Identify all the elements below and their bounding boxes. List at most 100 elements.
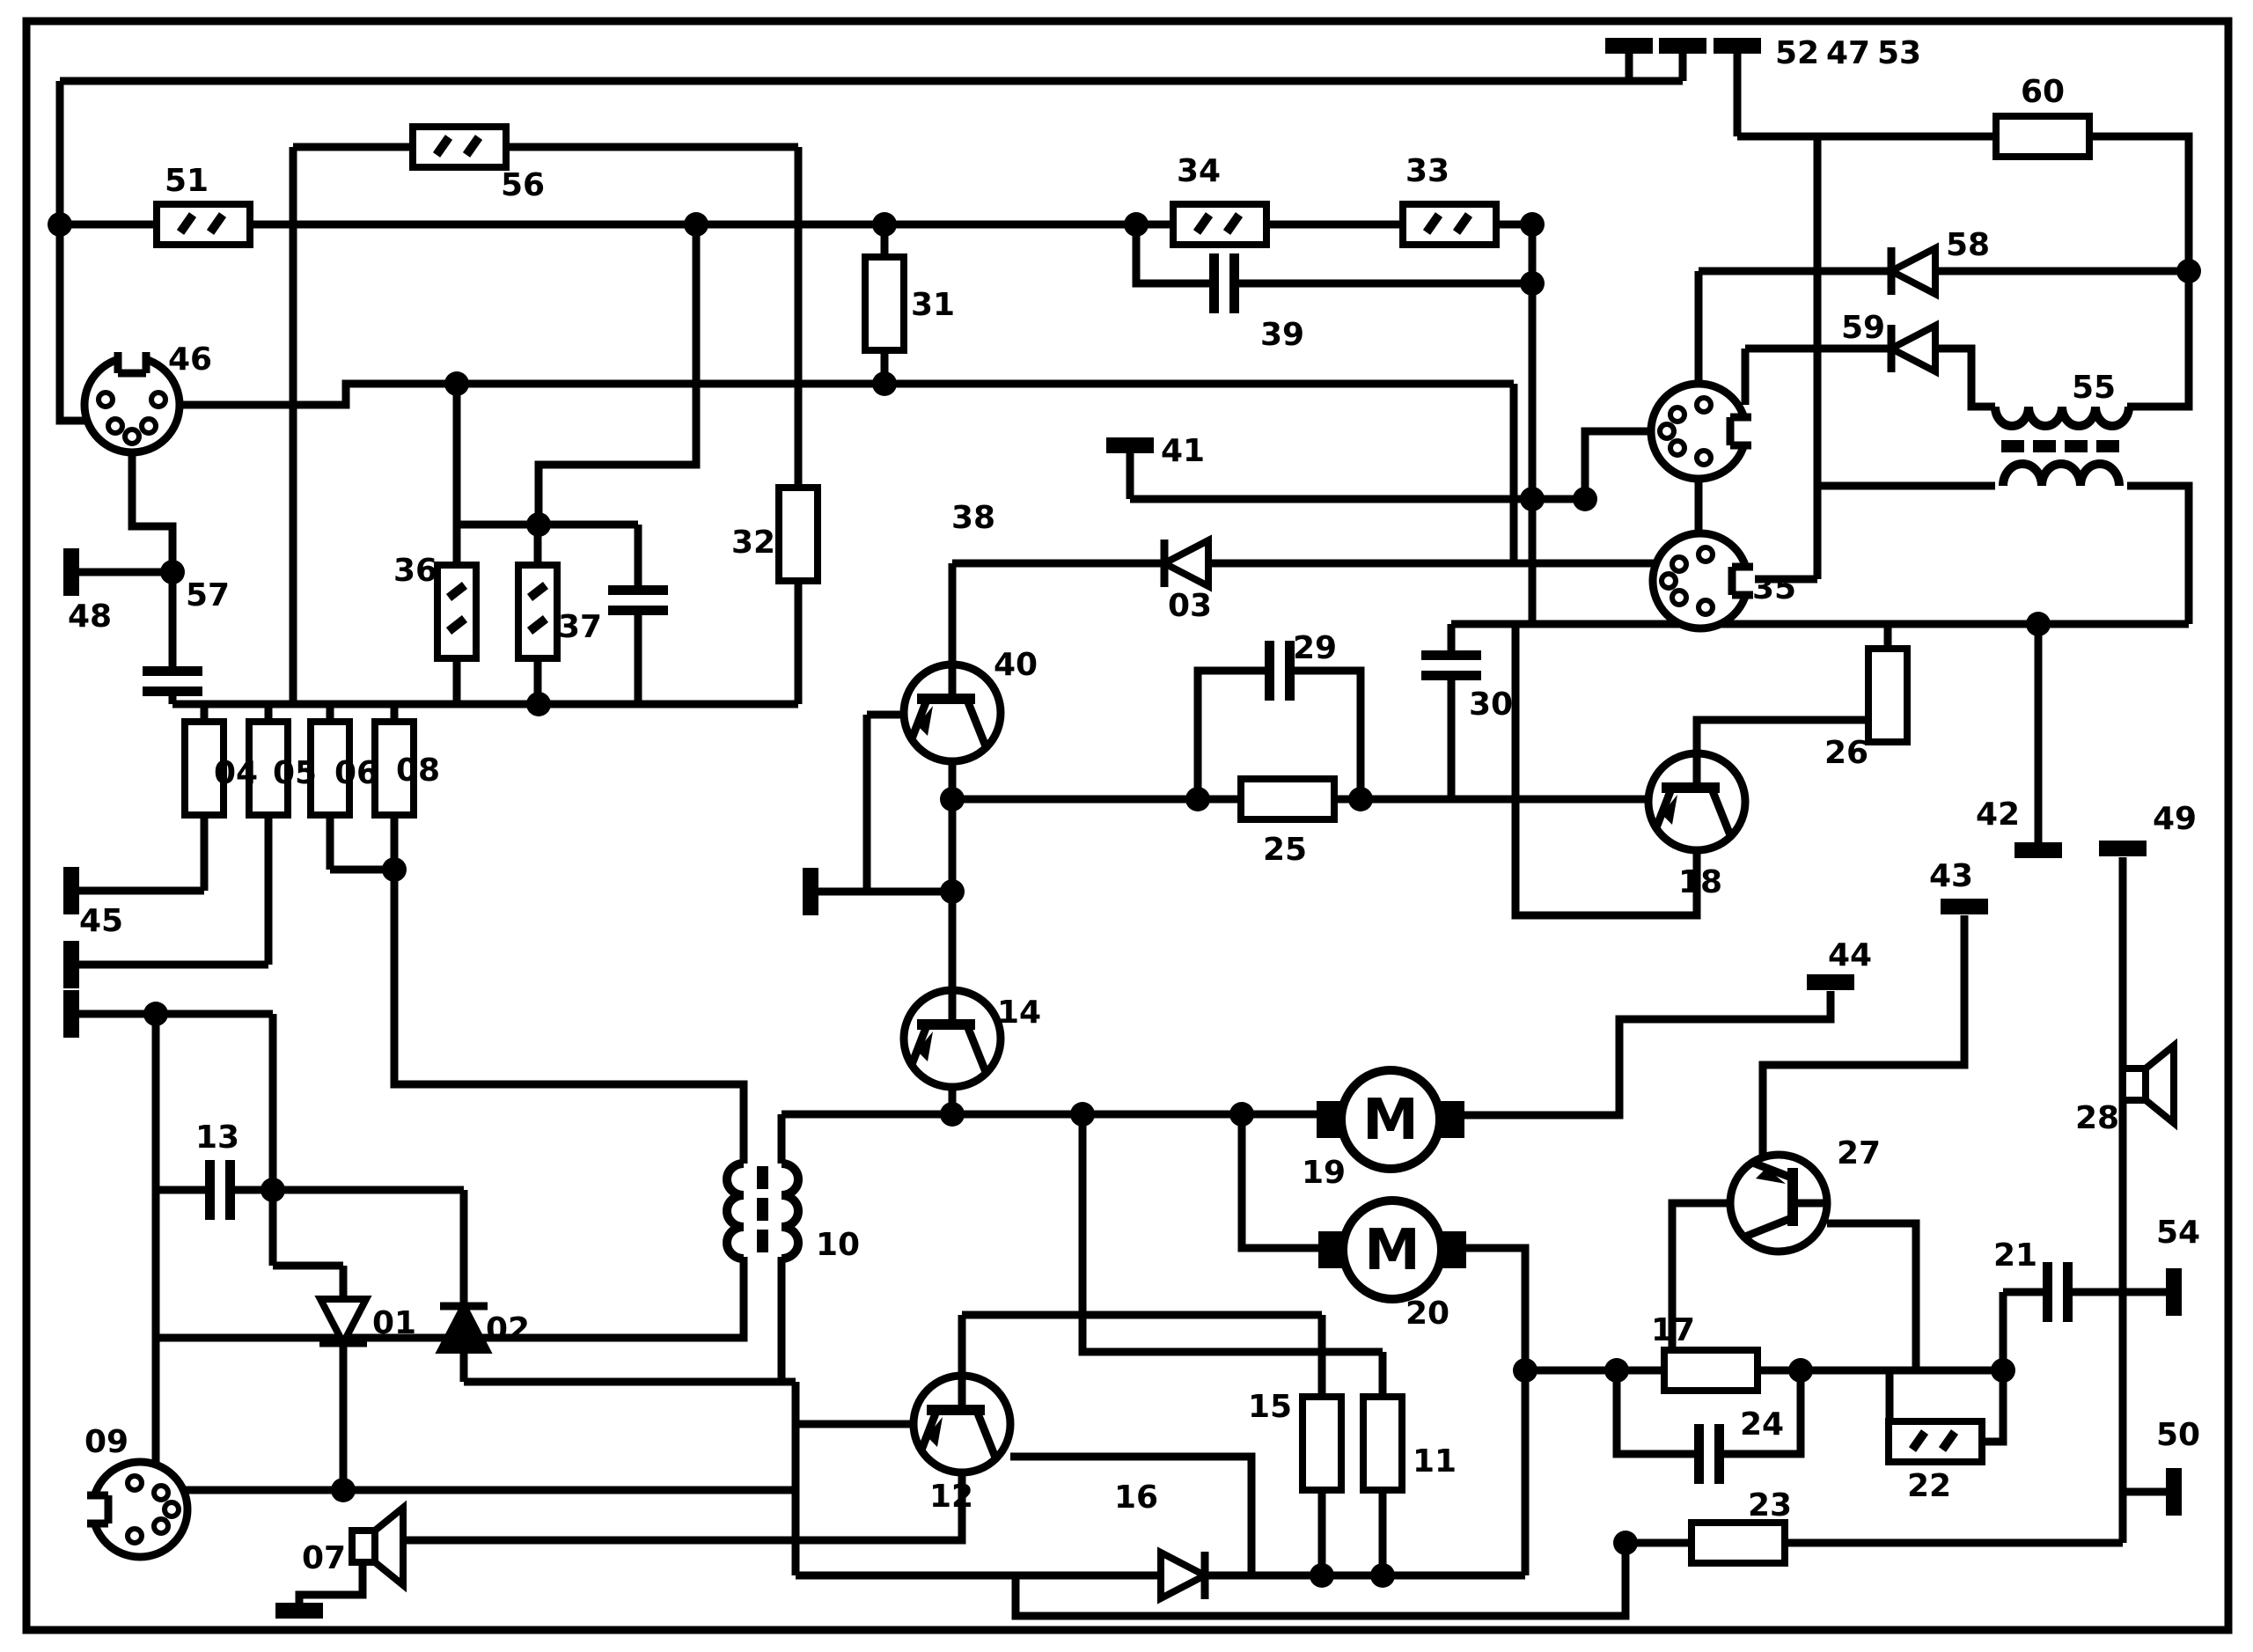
wire bbox=[140, 1486, 800, 1575]
wire bbox=[1758, 915, 1969, 1162]
component-label: 04 bbox=[214, 755, 258, 791]
component-07 bbox=[349, 1500, 407, 1593]
wire bbox=[1078, 1114, 1383, 1356]
wire bbox=[1668, 1199, 1730, 1370]
component-label: 52 bbox=[1775, 35, 1819, 71]
component-35 bbox=[1648, 529, 1755, 633]
wire bbox=[132, 379, 1514, 409]
component-label: 03 bbox=[1168, 588, 1212, 624]
junction-dot bbox=[1513, 1358, 1537, 1383]
component-label: 42 bbox=[1976, 797, 2020, 833]
component-label: 11 bbox=[1413, 1443, 1457, 1479]
component-54 bbox=[2166, 1268, 2182, 1316]
wire bbox=[390, 870, 748, 1164]
component-11 bbox=[1360, 1393, 1405, 1494]
junction-dot bbox=[1229, 1102, 1254, 1127]
component-01 bbox=[314, 1296, 372, 1351]
junction-dot bbox=[1604, 1358, 1629, 1383]
component-label: 12 bbox=[929, 1479, 973, 1515]
component-label: 17 bbox=[1651, 1312, 1695, 1348]
component-label: 16 bbox=[1114, 1479, 1158, 1516]
junction-dot bbox=[48, 212, 72, 237]
component-22 bbox=[1885, 1418, 1985, 1465]
component-08 bbox=[371, 718, 417, 819]
component-label: 58 bbox=[1946, 227, 1990, 263]
component-20: M bbox=[1318, 1196, 1466, 1303]
wire bbox=[2127, 481, 2193, 624]
component-label: 26 bbox=[1824, 735, 1868, 771]
component-label: 25 bbox=[1263, 832, 1307, 868]
junction-dot bbox=[526, 692, 551, 716]
junction-dot bbox=[382, 857, 407, 882]
junction-dot bbox=[1124, 212, 1149, 237]
component-30 bbox=[1420, 650, 1483, 680]
component-label: 19 bbox=[1302, 1155, 1346, 1191]
component-04 bbox=[181, 718, 227, 819]
component-09 bbox=[85, 1457, 192, 1561]
component-41 bbox=[1106, 437, 1154, 453]
junction-dot bbox=[1348, 787, 1373, 811]
junction-dot bbox=[444, 371, 469, 396]
component-label: 06 bbox=[334, 755, 378, 791]
component-43 bbox=[1941, 899, 1988, 914]
component-39 bbox=[1209, 252, 1239, 315]
component-59 bbox=[1883, 319, 1939, 378]
component-label: 43 bbox=[1929, 858, 1973, 894]
component-34 bbox=[1170, 201, 1270, 248]
component-21 bbox=[2043, 1260, 2073, 1324]
junction-dot bbox=[940, 787, 965, 811]
component-28 bbox=[2119, 1038, 2177, 1131]
component-label: 49 bbox=[2153, 801, 2197, 837]
component-12 bbox=[909, 1371, 1015, 1477]
component-37 bbox=[515, 562, 561, 662]
component-36 bbox=[434, 562, 480, 662]
component-16 bbox=[1157, 1546, 1213, 1604]
component-label: 14 bbox=[997, 995, 1041, 1031]
component-label: 60 bbox=[2021, 74, 2065, 110]
component-06 bbox=[307, 718, 353, 819]
component-label: 20 bbox=[1405, 1296, 1449, 1332]
wires bbox=[55, 53, 2193, 1620]
component-label: 50 bbox=[2156, 1417, 2200, 1453]
junction-dot bbox=[1788, 1358, 1813, 1383]
junction-dot bbox=[331, 1478, 356, 1502]
component-53 bbox=[1714, 38, 1761, 54]
component-02 bbox=[435, 1298, 493, 1354]
junction-dot bbox=[872, 212, 897, 237]
component-33 bbox=[1399, 201, 1500, 248]
junction-dot bbox=[1370, 1563, 1395, 1588]
component-19: M bbox=[1317, 1066, 1464, 1173]
junction-dot bbox=[872, 371, 897, 396]
component-label: 15 bbox=[1248, 1389, 1292, 1425]
junction-dot bbox=[940, 1102, 965, 1127]
component-label: 35 bbox=[1752, 570, 1796, 606]
component-label: 30 bbox=[1469, 686, 1513, 723]
component-t_b bbox=[63, 990, 79, 1038]
component-58 bbox=[1883, 242, 1939, 300]
component-label: 38 bbox=[951, 500, 995, 536]
component-label: 09 bbox=[84, 1424, 128, 1460]
component-label: 39 bbox=[1260, 317, 1304, 353]
component-label: 47 bbox=[1826, 35, 1870, 71]
component-47 bbox=[1659, 38, 1706, 54]
component-label: 21 bbox=[1993, 1237, 2037, 1274]
wire bbox=[1010, 1452, 1256, 1575]
component-52 bbox=[1605, 38, 1653, 54]
component-label: 23 bbox=[1748, 1487, 1792, 1524]
component-label: 18 bbox=[1678, 864, 1722, 900]
component-g07 bbox=[275, 1603, 323, 1619]
junction-dot bbox=[2176, 259, 2201, 283]
component-label: 33 bbox=[1405, 153, 1449, 189]
component-label: 02 bbox=[486, 1311, 530, 1347]
component-17 bbox=[1661, 1347, 1761, 1394]
component-label: 51 bbox=[165, 163, 209, 199]
component-label: 59 bbox=[1841, 310, 1885, 346]
component-label: 36 bbox=[393, 553, 437, 589]
wire bbox=[1237, 1114, 1320, 1252]
component-label: 22 bbox=[1907, 1468, 1951, 1504]
component-44 bbox=[1807, 974, 1854, 990]
wire bbox=[295, 1564, 367, 1604]
component-label: 08 bbox=[396, 753, 440, 789]
component-t_a bbox=[63, 941, 79, 988]
